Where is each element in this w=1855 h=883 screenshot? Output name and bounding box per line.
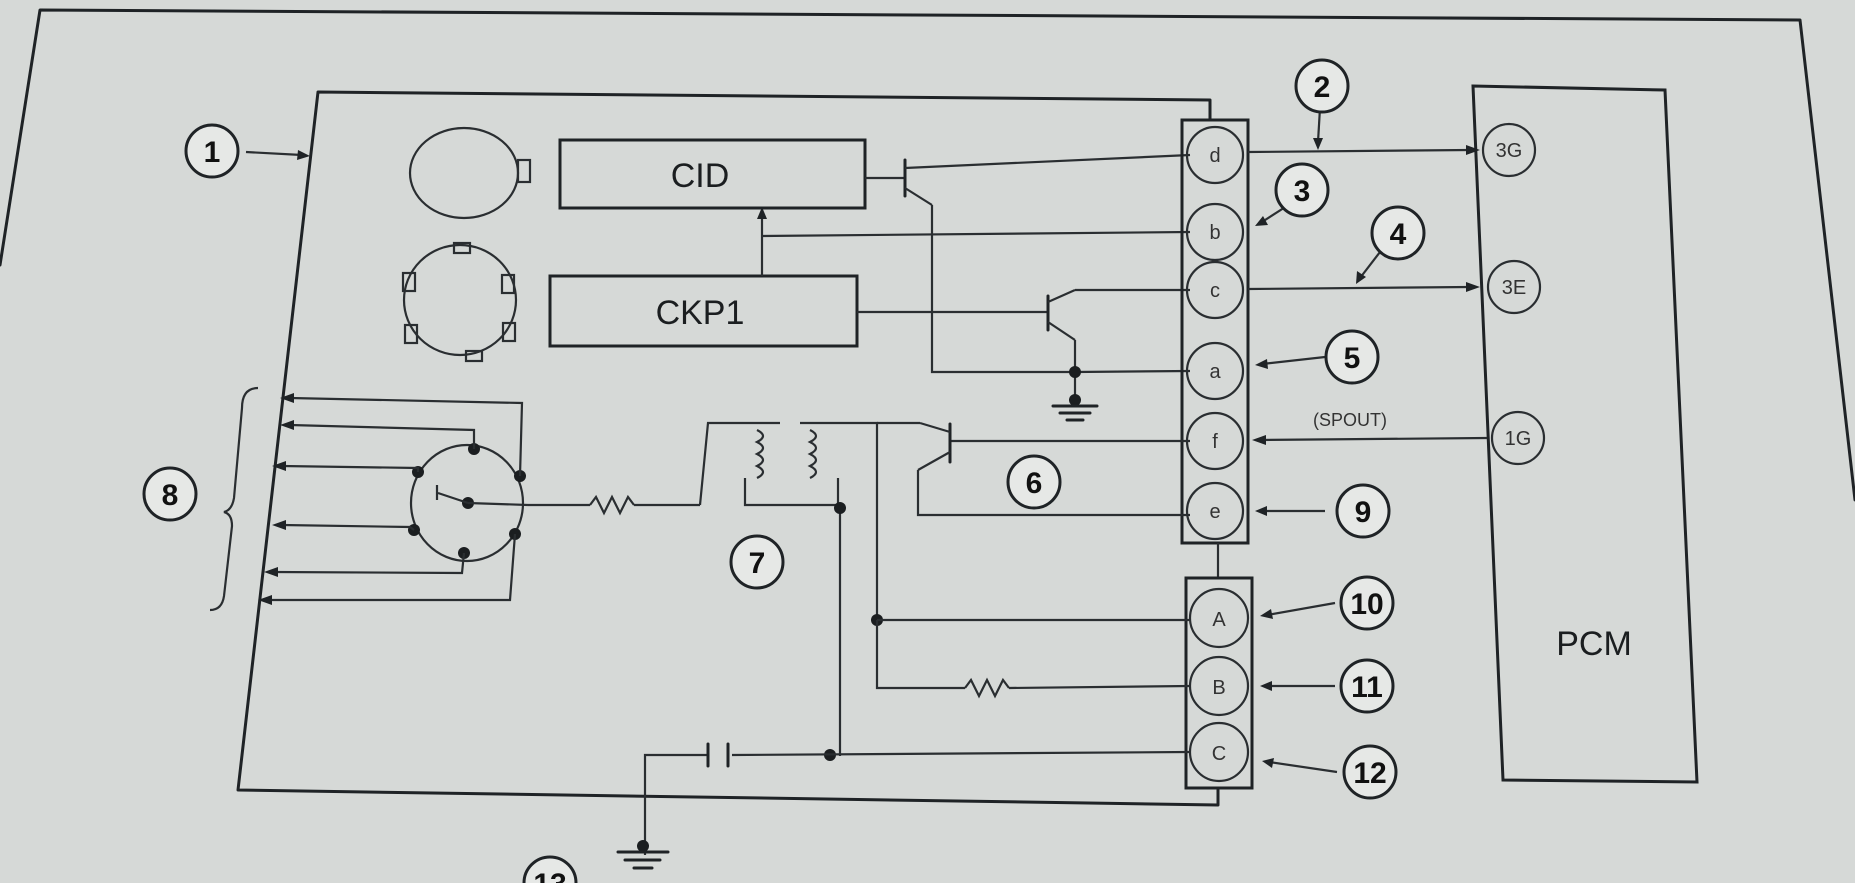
callout-number: 6 bbox=[1026, 467, 1043, 500]
callout-number: 3 bbox=[1294, 175, 1311, 208]
ignitor-transistor bbox=[877, 421, 1190, 517]
pcm-pin-label: 3G bbox=[1496, 140, 1523, 162]
connector-pin-label: b bbox=[1209, 222, 1220, 244]
connector-pin-label: A bbox=[1212, 609, 1226, 631]
callout-number: 8 bbox=[162, 479, 179, 512]
callout-9 bbox=[1335, 483, 1391, 539]
connector-pin-label: e bbox=[1209, 501, 1220, 523]
distributor-cap bbox=[209, 386, 529, 612]
page-frame bbox=[0, 8, 1855, 502]
ckp-label: CKP1 bbox=[656, 294, 745, 332]
cid-label: CID bbox=[671, 157, 730, 195]
callout-11 bbox=[1339, 658, 1395, 714]
connector-pin-label: c bbox=[1210, 280, 1220, 302]
pcm-label: PCM bbox=[1556, 625, 1632, 663]
callout-6 bbox=[1006, 454, 1062, 510]
callout-12 bbox=[1342, 744, 1398, 800]
connector-pin-label: B bbox=[1212, 677, 1225, 699]
pcm-box bbox=[1471, 84, 1699, 784]
callout-2 bbox=[1294, 58, 1350, 114]
ckp-rotor bbox=[401, 241, 518, 363]
callout-number: 4 bbox=[1390, 218, 1407, 251]
connector-pin-c bbox=[1185, 260, 1245, 320]
connector-pin-e bbox=[1185, 481, 1245, 541]
connector-upper bbox=[1180, 118, 1250, 545]
condenser bbox=[643, 742, 730, 855]
spout-label: (SPOUT) bbox=[1313, 410, 1387, 430]
pcm-pin-label: 1G bbox=[1505, 428, 1532, 450]
callout-8 bbox=[142, 466, 198, 522]
cid-rotor bbox=[408, 126, 532, 220]
callout-13 bbox=[522, 855, 578, 883]
pcm-pin-1G bbox=[1490, 410, 1546, 466]
callout-1 bbox=[184, 123, 240, 179]
ground-symbol-lower bbox=[616, 840, 670, 870]
callout-number: 9 bbox=[1355, 496, 1372, 529]
connector-pin-label: C bbox=[1212, 743, 1226, 765]
callout-4 bbox=[1370, 205, 1426, 261]
callout-number: 10 bbox=[1350, 588, 1383, 621]
connector-pin-a bbox=[1185, 341, 1245, 401]
callout-7 bbox=[729, 534, 785, 590]
pcm-pin-3G bbox=[1481, 122, 1537, 178]
cid-transistor bbox=[865, 153, 1191, 374]
connector-pin-label: d bbox=[1209, 145, 1220, 167]
connector-pin-A bbox=[1188, 587, 1250, 649]
callout-10 bbox=[1339, 575, 1395, 631]
connector-pin-b bbox=[1185, 202, 1245, 262]
cid-sensor-box bbox=[558, 138, 867, 210]
callout-5 bbox=[1324, 329, 1380, 385]
connector-pin-label: a bbox=[1209, 361, 1221, 383]
callout-number: 13 bbox=[533, 868, 566, 883]
callout-number: 2 bbox=[1314, 71, 1331, 104]
callout-number: 7 bbox=[749, 547, 766, 580]
callout-3 bbox=[1274, 162, 1330, 218]
callout-number: 11 bbox=[1351, 671, 1383, 704]
ground-symbol-upper bbox=[1051, 394, 1099, 422]
connector-lower bbox=[1184, 576, 1254, 790]
connector-pin-d bbox=[1185, 125, 1245, 185]
connector-pin-label: f bbox=[1212, 431, 1218, 453]
callout-number: 12 bbox=[1353, 757, 1386, 790]
pcm-pin-label: 3E bbox=[1502, 277, 1526, 299]
callout-number: 5 bbox=[1344, 342, 1361, 375]
callout-number: 1 bbox=[204, 136, 221, 169]
pcm-pin-3E bbox=[1486, 259, 1542, 315]
